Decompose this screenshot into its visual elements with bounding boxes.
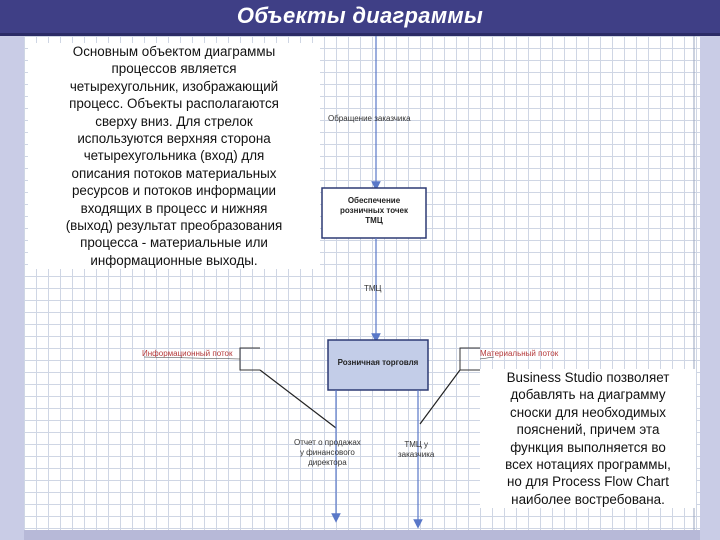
process-box-1[interactable] [321,187,427,239]
right-decor-stripe [700,36,720,540]
info-flow-diagonal [259,369,337,429]
start-label: Обращение заказчика [328,114,411,123]
material-flow-bracket [459,347,480,371]
output-report-label: Отчет о продажах у финансового директора [294,438,361,467]
bottom-decor-band [24,530,700,540]
left-decor-stripe [0,36,24,540]
flow-label-tmc: ТМЦ [364,284,382,293]
right-explanation-callout: Business Studio позволяет добавлять на д… [480,369,696,509]
diagram-graphics [143,36,695,530]
process-2-label: Розничная торговля [337,358,419,367]
material-flow-note: Материальный поток [480,349,559,358]
left-explanation-callout: Основным объектом диаграммы процессов яв… [28,43,320,270]
material-flow-diagonal [419,369,461,425]
process-box-2[interactable] [327,339,429,391]
output-goods-label: ТМЦ у заказчика [398,440,435,459]
process-diagram-canvas[interactable]: Обращение заказчика Обеспечение розничны… [24,36,700,530]
title-bar: Объекты диаграммы [0,0,720,36]
info-flow-leader [143,356,241,360]
info-flow-note: Информационный поток [142,349,233,358]
slide-title: Объекты диаграммы [236,3,484,28]
process-1-label: Обеспечение розничных точек ТМЦ [340,196,408,225]
info-flow-bracket [239,347,260,371]
material-flow-leader [479,356,495,360]
